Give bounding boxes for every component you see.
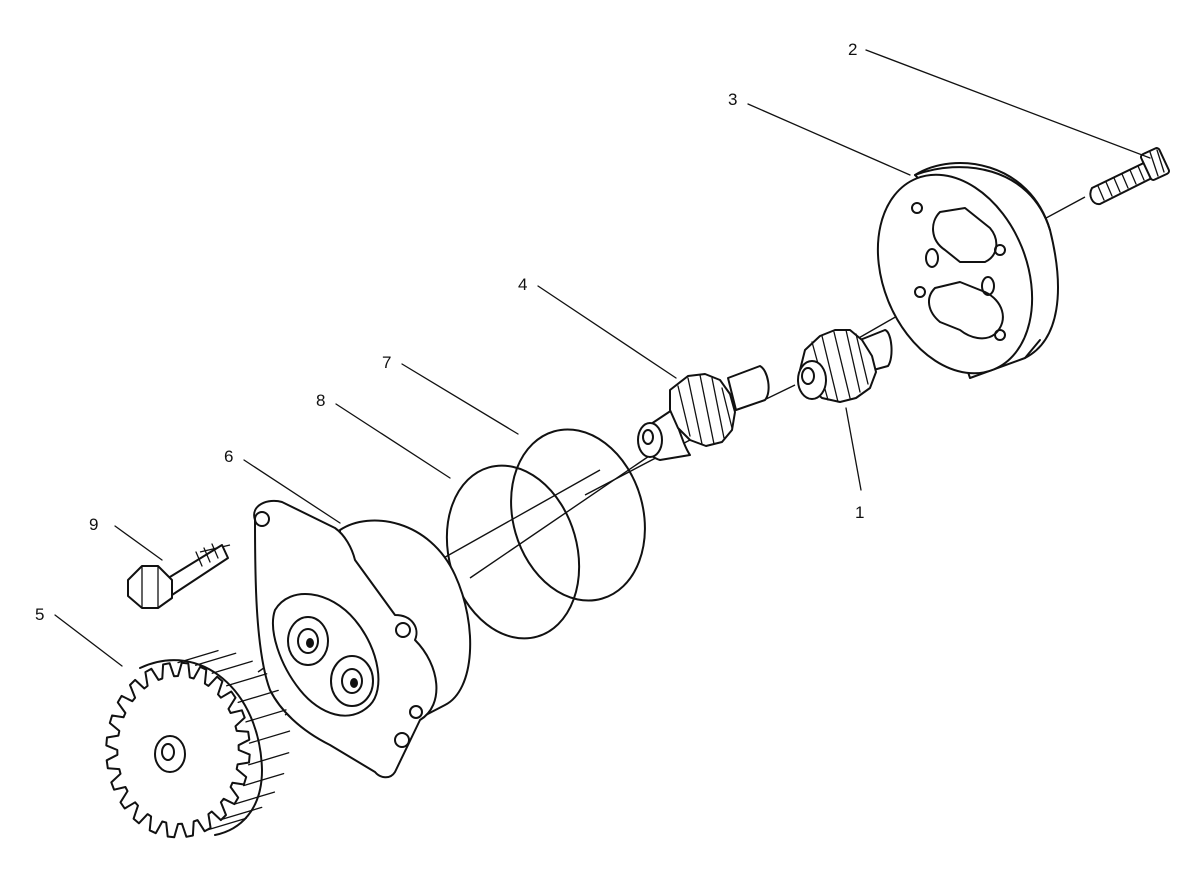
cover-screw bbox=[1089, 147, 1170, 206]
gear-tooth-depth-line bbox=[211, 660, 253, 674]
pump-cover bbox=[876, 162, 1059, 379]
idler-gear-shaft bbox=[637, 365, 770, 461]
drive-gear-shaft bbox=[797, 329, 893, 403]
callout-7: 7 bbox=[382, 353, 391, 372]
callout-2: 2 bbox=[848, 40, 857, 59]
outer-o-ring bbox=[510, 428, 646, 602]
gear-tooth-depth-line bbox=[205, 817, 247, 831]
callout-labels: 2 3 4 7 8 6 9 5 1 bbox=[35, 40, 864, 624]
callout-3: 3 bbox=[728, 90, 737, 109]
gear-back-rim bbox=[139, 659, 263, 836]
leader-lines bbox=[54, 49, 1151, 667]
gear-tooth-depth-line bbox=[248, 730, 291, 744]
callout-1: 1 bbox=[855, 503, 864, 522]
callout-4: 4 bbox=[518, 275, 527, 294]
gear-tooth-depth-line bbox=[226, 673, 268, 687]
callout-6: 6 bbox=[224, 447, 233, 466]
gear-tooth-depth-line bbox=[233, 791, 276, 805]
spur-gear bbox=[105, 649, 291, 839]
gear-tooth-depth-line bbox=[237, 689, 279, 704]
callout-8: 8 bbox=[316, 391, 325, 410]
pump-body bbox=[253, 500, 472, 779]
gear-tooth-depth-line bbox=[248, 752, 290, 766]
callout-5: 5 bbox=[35, 605, 44, 624]
gear-tooth-depth-line bbox=[195, 652, 237, 666]
hex-bolt bbox=[127, 543, 229, 609]
gear-tooth-depth-line bbox=[221, 806, 263, 821]
gear-tooth-depth-line bbox=[242, 772, 285, 787]
callout-9: 9 bbox=[89, 515, 98, 534]
